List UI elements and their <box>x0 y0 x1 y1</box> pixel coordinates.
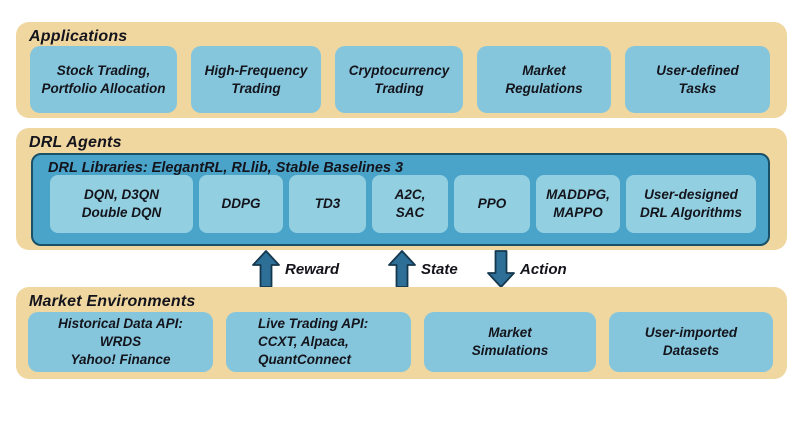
app-box-market-regulations: Market Regulations <box>477 46 611 113</box>
text-line: Stock Trading, <box>56 62 151 78</box>
state-arrow-group: State <box>388 250 458 288</box>
market-environments-box-row: Historical Data API: WRDS Yahoo! Finance… <box>28 312 773 372</box>
text-line: Portfolio Allocation <box>41 80 166 96</box>
env-box-user-imported-datasets: User-imported Datasets <box>609 312 773 372</box>
text-line: High-Frequency <box>204 62 308 78</box>
drl-libraries-label: DRL Libraries: ElegantRL, RLlib, Stable … <box>48 160 404 176</box>
reward-arrow-group: Reward <box>252 250 339 288</box>
algo-box-user-designed: User-designed DRL Algorithms <box>626 175 756 233</box>
text-line: PPO <box>477 196 507 212</box>
text-line: A2C, <box>394 187 426 203</box>
text-line: Trading <box>374 80 424 96</box>
text-line: DDPG <box>221 196 261 212</box>
text-line: Yahoo! Finance <box>70 351 171 367</box>
applications-label: Applications <box>29 28 128 45</box>
algo-box-ppo: PPO <box>454 175 530 233</box>
text-line: Cryptocurrency <box>348 62 450 78</box>
text-line: CCXT, Alpaca, <box>258 334 349 350</box>
text-line: User-imported <box>644 325 738 341</box>
applications-box-row: Stock Trading, Portfolio Allocation High… <box>30 46 770 113</box>
text-line: Live Trading API: <box>258 316 369 332</box>
algo-box-td3: TD3 <box>289 175 366 233</box>
env-box-market-simulations: Market Simulations <box>424 312 596 372</box>
market-environments-layer: Market Environments Historical Data API:… <box>16 287 787 379</box>
text-line: WRDS <box>99 334 142 350</box>
text-line: Double DQN <box>81 205 162 220</box>
drl-algorithms-box-row: DQN, D3QN Double DQN DDPG TD3 A2C, SAC P… <box>50 175 756 233</box>
down-arrow-icon <box>487 250 515 288</box>
action-arrow-label: Action <box>520 260 567 278</box>
text-line: Market <box>522 62 566 78</box>
text-line: MADDPG, <box>546 187 610 203</box>
market-environments-label: Market Environments <box>29 293 196 310</box>
reward-arrow-label: Reward <box>285 260 340 278</box>
text-line: Historical Data API: <box>58 316 183 332</box>
app-box-stock-trading: Stock Trading, Portfolio Allocation <box>30 46 177 113</box>
text-line: Simulations <box>471 343 549 358</box>
applications-layer: Applications Stock Trading, Portfolio Al… <box>16 22 787 118</box>
algo-box-dqn: DQN, D3QN Double DQN <box>50 175 193 233</box>
text-line: Regulations <box>505 80 583 96</box>
text-line: QuantConnect <box>258 351 351 367</box>
drl-agents-layer: DRL Agents DRL Libraries: ElegantRL, RLl… <box>16 128 787 250</box>
up-arrow-icon <box>252 250 280 288</box>
algo-box-ddpg: DDPG <box>199 175 283 233</box>
action-arrow-group: Action <box>487 250 567 288</box>
text-line: Tasks <box>678 80 717 96</box>
app-box-cryptocurrency-trading: Cryptocurrency Trading <box>335 46 463 113</box>
text-line: User-defined <box>656 62 739 78</box>
text-line: Trading <box>231 80 281 96</box>
up-arrow-icon <box>388 250 416 288</box>
state-arrow-label: State <box>421 260 458 278</box>
data-flow-arrows: Reward State Action <box>0 250 800 288</box>
text-line: User-designed <box>644 187 738 203</box>
text-line: DQN, D3QN <box>83 187 159 203</box>
env-box-live-trading-api: Live Trading API: CCXT, Alpaca, QuantCon… <box>226 312 411 372</box>
text-line: TD3 <box>314 196 341 212</box>
env-box-historical-data-api: Historical Data API: WRDS Yahoo! Finance <box>28 312 213 372</box>
drl-libraries-panel: DRL Libraries: ElegantRL, RLlib, Stable … <box>31 153 770 246</box>
app-box-high-frequency-trading: High-Frequency Trading <box>191 46 321 113</box>
text-line: DRL Algorithms <box>639 205 742 220</box>
algo-box-maddpg-mappo: MADDPG, MAPPO <box>536 175 620 233</box>
text-line: SAC <box>395 205 425 220</box>
drl-agents-label: DRL Agents <box>29 134 122 151</box>
text-line: Datasets <box>662 343 720 358</box>
text-line: Market <box>488 325 532 341</box>
algo-box-a2c-sac: A2C, SAC <box>372 175 448 233</box>
text-line: MAPPO <box>553 205 603 220</box>
app-box-user-defined-tasks: User-defined Tasks <box>625 46 770 113</box>
